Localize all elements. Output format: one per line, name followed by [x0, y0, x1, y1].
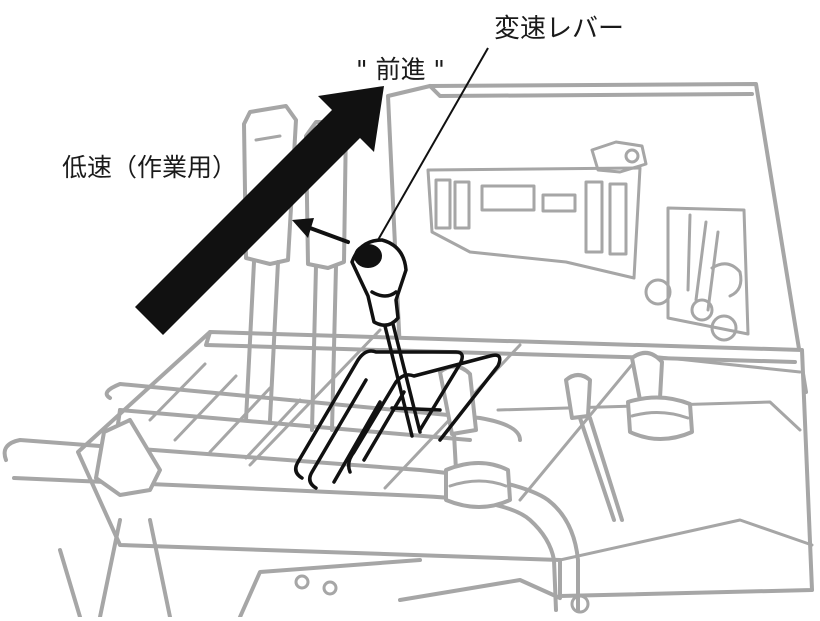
joysticks	[438, 350, 694, 522]
shift-gate-pattern	[294, 349, 502, 490]
thick-direction-arrow	[135, 86, 384, 335]
shift-lever	[350, 238, 422, 438]
small-push-arrow	[292, 218, 350, 244]
dashboard-panel	[386, 82, 808, 394]
leader-line	[377, 47, 489, 241]
shift-lever-label: 変速レバー	[494, 14, 625, 44]
forward-label: " 前進 "	[356, 55, 445, 84]
low-speed-label: 低速（作業用）	[62, 153, 238, 182]
